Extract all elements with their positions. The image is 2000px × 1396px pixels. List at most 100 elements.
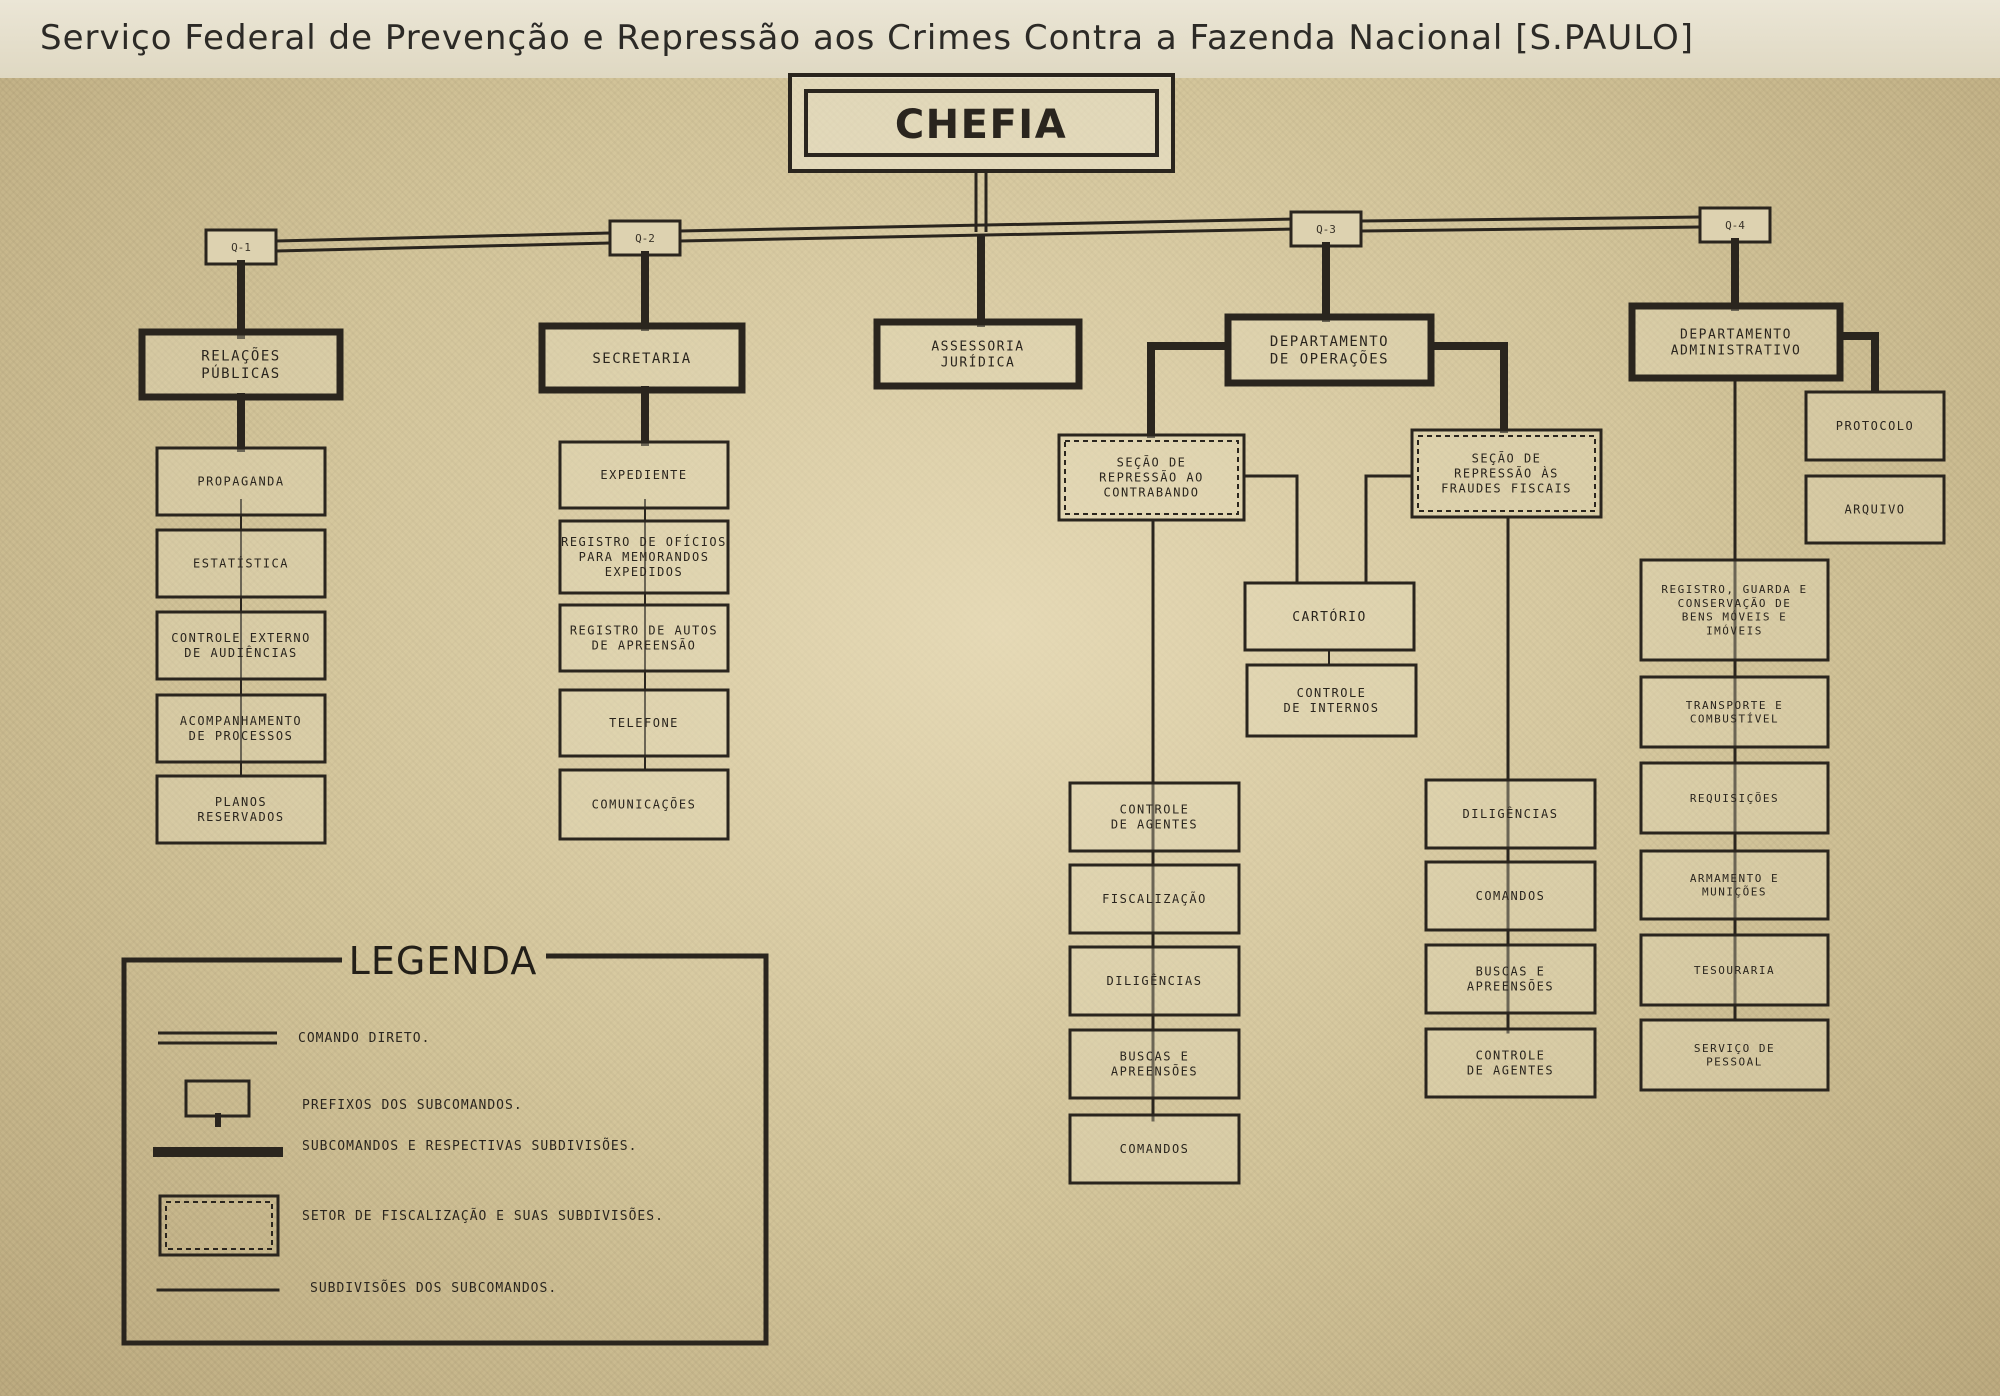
rp-item-2 — [155, 610, 327, 681]
sec-item-4 — [558, 768, 730, 841]
admin-item-3-text: MUNIÇÕES — [1702, 886, 1767, 899]
sec-item-2-text: DE APREENSÃO — [592, 638, 697, 653]
arquivo-box-text: ARQUIVO — [1844, 503, 1905, 517]
sec-item-1-text: EXPEDIDOS — [605, 565, 684, 579]
controle-interno-box-text: CONTROLE — [1297, 686, 1367, 700]
arquivo-box — [1804, 474, 1946, 545]
operacoes-left-link — [1147, 342, 1228, 438]
admin-item-0-text: BENS MÓVEIS E — [1682, 611, 1788, 624]
fraudes-item-3-text: CONTROLE — [1476, 1049, 1546, 1063]
command-line-q3-q4 — [1360, 215, 1701, 233]
fraudes-box-text: REPRESSÃO ÀS — [1454, 466, 1559, 481]
rp-item-4-text: RESERVADOS — [197, 810, 284, 824]
sec-item-2 — [558, 603, 730, 673]
legend-symbol-command — [158, 1031, 277, 1045]
rp-item-3-text: DE PROCESSOS — [189, 729, 294, 743]
contrabando-item-0 — [1068, 781, 1241, 853]
sec-item-4-text: COMUNICAÇÕES — [592, 797, 697, 812]
contrabando-item-3-text: BUSCAS E — [1120, 1050, 1190, 1064]
contrabando-box-text: CONTRABANDO — [1104, 486, 1200, 500]
prefix-q2-label: Q-2 — [635, 232, 655, 245]
admin-item-5-text: PESSOAL — [1706, 1056, 1763, 1069]
contrabando-box-text: SEÇÃO DE — [1117, 455, 1187, 470]
controle-interno-box — [1245, 663, 1418, 738]
operacoes-right-link — [1431, 342, 1508, 433]
contrabando-item-4-text: COMANDOS — [1120, 1142, 1190, 1156]
legend-frame — [121, 953, 769, 1346]
fraudes-cartorio-link — [1364, 474, 1412, 583]
command-line-q2-q3 — [679, 217, 1297, 243]
prefix-q4-label: Q-4 — [1725, 219, 1745, 232]
rp-item-2-text: CONTROLE EXTERNO — [171, 631, 311, 645]
admin-item-5 — [1639, 1018, 1830, 1092]
admin-item-0-text: IMÓVEIS — [1706, 624, 1763, 637]
legend-entry-3: SETOR DE FISCALIZAÇÃO E SUAS SUBDIVISÕES… — [302, 1208, 664, 1224]
relacoes-publicas-box-text: PÚBLICAS — [201, 364, 280, 382]
command-line-q1-q2 — [275, 231, 611, 253]
admin-item-4-text: TESOURARIA — [1694, 964, 1775, 977]
admin-item-1-text: COMBUSTÍVEL — [1690, 713, 1779, 726]
rp-item-0 — [155, 446, 327, 517]
admin-item-1-text: TRANSPORTE E — [1686, 699, 1783, 712]
fraudes-item-0 — [1424, 778, 1597, 850]
protocolo-box-text: PROTOCOLO — [1836, 419, 1915, 433]
header-strip — [0, 0, 2000, 78]
legend-symbol-prefix — [184, 1079, 251, 1118]
chefia-label: CHEFIA — [895, 102, 1067, 148]
controle-interno-box-text: DE INTERNOS — [1284, 701, 1380, 715]
rp-item-4 — [155, 774, 327, 845]
prefix-q2 — [608, 219, 682, 257]
assessoria-box-text: JURÍDICA — [941, 355, 1016, 371]
sec-item-1-text: PARA MEMORANDOS — [579, 550, 710, 564]
operacoes-box-text: DE OPERAÇÕES — [1270, 351, 1389, 368]
sec-item-0 — [558, 440, 730, 510]
cartorio-box-text: CARTÓRIO — [1292, 609, 1367, 625]
assessoria-box — [873, 318, 1083, 390]
fraudes-box-text: SEÇÃO DE — [1472, 451, 1542, 466]
contrabando-item-4 — [1068, 1113, 1241, 1185]
sec-item-2-text: REGISTRO DE AUTOS — [570, 624, 718, 638]
legend-symbol-fiscal — [158, 1194, 280, 1257]
rp-item-3-text: ACOMPANHAMENTO — [180, 714, 302, 728]
contrabando-item-3-text: APREENSÕES — [1111, 1064, 1198, 1079]
fraudes-item-3 — [1424, 1027, 1597, 1099]
sec-item-3 — [558, 688, 730, 758]
fraudes-item-2 — [1424, 943, 1597, 1015]
secretaria-box — [538, 322, 746, 394]
rp-item-0-text: PROPAGANDA — [197, 475, 284, 489]
page-title: Serviço Federal de Prevenção e Repressão… — [40, 18, 1695, 58]
administrativo-side-link — [1840, 332, 1879, 392]
rp-item-4-text: PLANOS — [215, 795, 267, 809]
rp-item-1 — [155, 528, 327, 599]
admin-item-0-text: REGISTRO, GUARDA E — [1661, 583, 1807, 596]
admin-item-0 — [1639, 558, 1830, 662]
rp-item-1-text: ESTATÍSTICA — [193, 556, 289, 571]
cartorio-box — [1243, 581, 1416, 652]
legend-title: LEGENDA — [349, 939, 538, 983]
rp-item-3 — [155, 693, 327, 764]
contrabando-item-3 — [1068, 1028, 1241, 1100]
command-line-chefia — [974, 171, 988, 232]
admin-item-5-text: SERVIÇO DE — [1694, 1042, 1775, 1055]
legend-symbol-fiscal-inner — [165, 1201, 273, 1250]
legend-entry-1: PREFIXOS DOS SUBCOMANDOS. — [302, 1098, 523, 1113]
contrabando-item-1 — [1068, 863, 1241, 935]
administrativo-box-text: ADMINISTRATIVO — [1671, 344, 1802, 359]
admin-item-1 — [1639, 675, 1830, 749]
legend-entry-0: COMANDO DIRETO. — [298, 1031, 430, 1046]
fraudes-item-3-text: DE AGENTES — [1467, 1064, 1554, 1078]
admin-item-3 — [1639, 849, 1830, 921]
fraudes-item-1-text: COMANDOS — [1476, 889, 1546, 903]
chefia-inner-box — [804, 89, 1159, 157]
operacoes-box — [1224, 313, 1435, 387]
contrabando-item-0-text: CONTROLE — [1120, 803, 1190, 817]
sec-item-3-text: TELEFONE — [609, 716, 679, 730]
admin-item-2 — [1639, 761, 1830, 835]
assessoria-box-text: ASSESSORIA — [931, 339, 1024, 354]
prefix-q1 — [204, 228, 278, 266]
legend: COMANDO DIRETO. PREFIXOS DOS SUBCOMANDOS.… — [121, 953, 769, 1346]
administrativo-box-text: DEPARTAMENTO — [1680, 327, 1792, 342]
fraudes-item-0-text: DILIGÊNCIAS — [1463, 806, 1559, 821]
